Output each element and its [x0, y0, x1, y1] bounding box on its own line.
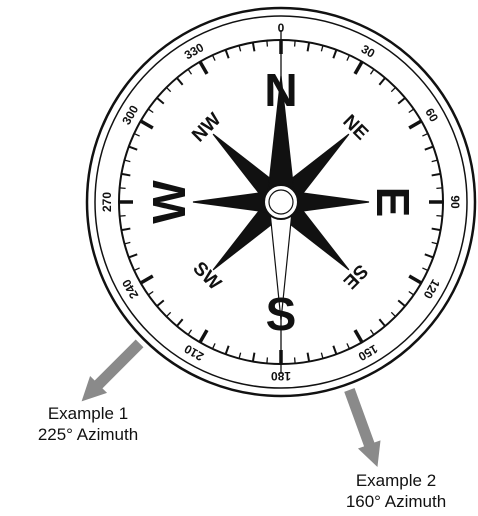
example-1-arrow: [82, 340, 144, 402]
degree-label-90: 90: [448, 195, 462, 209]
example-1-azimuth: 225° Azimuth: [8, 424, 168, 445]
degree-tick: [120, 216, 126, 217]
cardinal-label-e: E: [367, 187, 419, 218]
degree-tick: [295, 41, 296, 47]
rose-center-pivot: [269, 190, 293, 214]
degree-tick: [436, 216, 442, 217]
degree-tick: [436, 188, 442, 189]
degree-label-270: 270: [100, 192, 114, 212]
example-1-title: Example 1: [8, 403, 168, 424]
example-2-caption: Example 2 160° Azimuth: [316, 470, 476, 512]
degree-tick: [295, 357, 296, 363]
example-1-caption: Example 1 225° Azimuth: [8, 403, 168, 445]
degree-tick: [267, 357, 268, 363]
degree-tick: [267, 41, 268, 47]
degree-tick: [120, 188, 126, 189]
example-2-arrow: [344, 388, 380, 467]
cardinal-label-w: W: [143, 180, 195, 224]
cardinal-label-n: N: [264, 64, 297, 116]
cardinal-label-s: S: [266, 288, 297, 340]
example-2-title: Example 2: [316, 470, 476, 491]
example-2-azimuth: 160° Azimuth: [316, 491, 476, 512]
